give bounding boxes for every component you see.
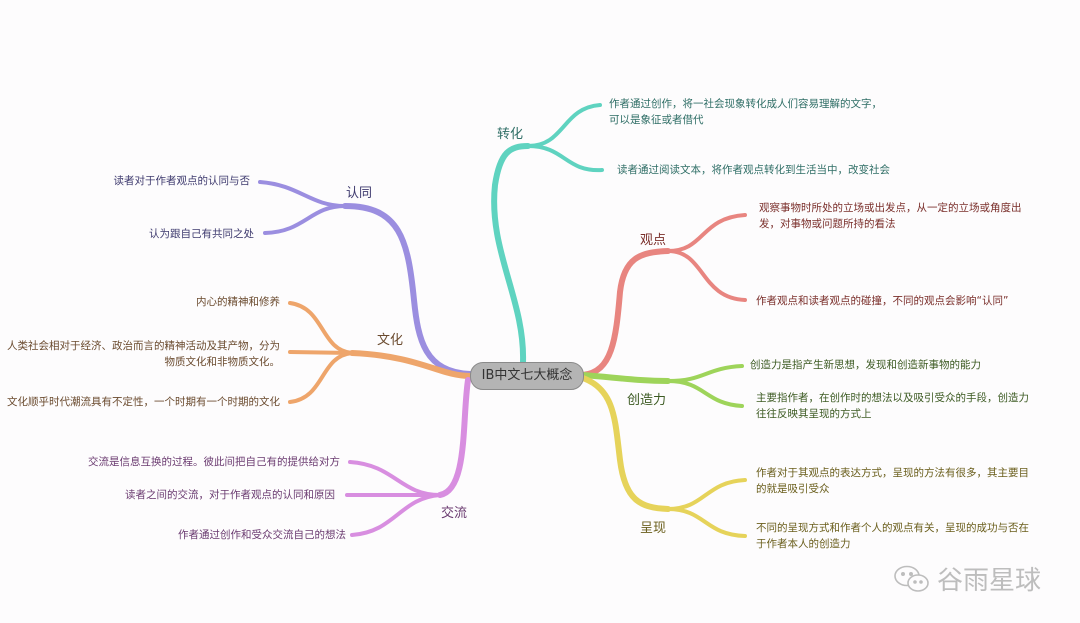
guandian-item-1[interactable]: 观察事物时所处的立场或出发点，从一定的立场或角度出 发，对事物或问题所持的看法 — [759, 202, 1022, 230]
topic-guandian[interactable]: 观点 — [640, 233, 667, 248]
branch-zhuanhua-lines — [491, 103, 604, 365]
topic-chuangzaoli[interactable]: 创造力 — [627, 393, 667, 408]
wenhua-item-3[interactable]: 文化顺乎时代潮流具有不定性，一个时期有一个时期的文化 — [7, 396, 280, 408]
zhuanhua-item-1[interactable]: 作者通过创作，将一社会现象转化成人们容易理解的文字， 可以是象征或者借代 — [609, 98, 882, 126]
branch-rentong-lines — [258, 180, 473, 377]
rentong-item-2[interactable]: 认为跟自己有共同之处 — [149, 228, 254, 240]
wenhua-item-1[interactable]: 内心的精神和修养 — [196, 296, 280, 308]
branch-chengxian-lines — [580, 375, 747, 538]
branch-chuangzaoli-lines — [580, 364, 744, 408]
central-topic[interactable]: IB中文七大概念 — [470, 362, 584, 390]
zhuanhua-item-2[interactable]: 读者通过阅读文本，将作者观点转化到生活当中，改变社会 — [617, 164, 890, 176]
jiaoliu-item-3[interactable]: 作者通过创作和受众交流自己的想法 — [178, 529, 346, 541]
watermark: 谷雨星球 — [893, 560, 1041, 597]
guandian-item-2[interactable]: 作者观点和读者观点的碰撞，不同的观点会影响“认同” — [756, 295, 1009, 307]
chuangzaoli-item-1[interactable]: 创造力是指产生新思想，发现和创造新事物的能力 — [750, 359, 981, 371]
chengxian-item-2[interactable]: 不同的呈现方式和作者个人的观点有关，呈现的成功与否在 于作者本人的创造力 — [756, 522, 1029, 550]
topic-zhuanhua[interactable]: 转化 — [497, 127, 524, 142]
topic-wenhua[interactable]: 文化 — [377, 333, 404, 348]
topic-chengxian[interactable]: 呈现 — [640, 521, 667, 536]
topic-rentong[interactable]: 认同 — [346, 186, 373, 201]
branch-wenhua-lines — [288, 301, 473, 404]
chengxian-item-1[interactable]: 作者对于其观点的表达方式，呈现的方法有很多，其主要目 的就是吸引受众 — [756, 467, 1029, 495]
watermark-text: 谷雨星球 — [937, 566, 1042, 596]
branch-jiaoliu-lines — [345, 377, 471, 537]
chuangzaoli-item-2[interactable]: 主要指作者，在创作时的想法以及吸引受众的手段，创造力 往往反映其呈现的方式上 — [756, 392, 1029, 420]
branch-guandian-lines — [580, 213, 747, 378]
jiaoliu-item-1[interactable]: 交流是信息互换的过程。彼此间把自己有的提供给对方 — [88, 456, 340, 468]
jiaoliu-item-2[interactable]: 读者之间的交流，对于作者观点的认同和原因 — [125, 489, 335, 501]
topic-jiaoliu[interactable]: 交流 — [441, 506, 468, 521]
wechat-icon — [894, 565, 929, 592]
wenhua-item-2[interactable]: 人类社会相对于经济、政治而言的精神活动及其产物，分为 物质文化和非物质文化。 — [7, 340, 280, 368]
rentong-item-1[interactable]: 读者对于作者观点的认同与否 — [113, 175, 251, 187]
